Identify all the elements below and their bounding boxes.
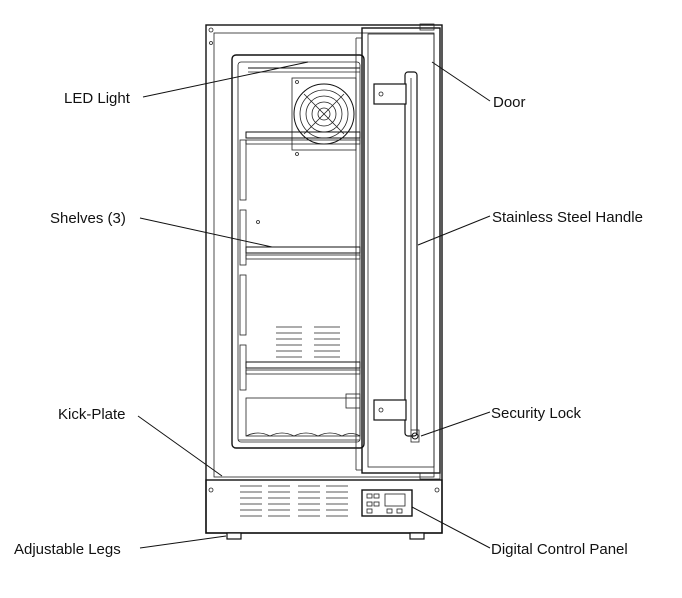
handle [373, 71, 418, 437]
kick-plate [205, 479, 443, 534]
bottom-bin [245, 393, 361, 437]
label-security-lock: Security Lock [491, 405, 582, 422]
hinge [419, 23, 441, 480]
shelf [245, 131, 361, 145]
label-adjustable-legs: Adjustable Legs [14, 541, 121, 558]
interior [231, 54, 365, 449]
label-shelves: Shelves (3) [50, 210, 126, 227]
adjustable-leg [226, 532, 242, 540]
lock-icon [410, 429, 420, 443]
shelf [245, 361, 361, 375]
label-control-panel: Digital Control Panel [491, 541, 628, 558]
label-led-light: LED Light [64, 90, 131, 107]
door [355, 27, 441, 474]
interior-vents [276, 326, 340, 358]
label-kick-plate: Kick-Plate [58, 406, 126, 423]
leader-lines [137, 61, 491, 549]
control-panel [361, 489, 413, 517]
adjustable-leg [409, 532, 425, 540]
label-handle: Stainless Steel Handle [492, 209, 643, 226]
label-door: Door [493, 94, 526, 111]
led-light [248, 67, 360, 73]
shelf [245, 220, 361, 260]
